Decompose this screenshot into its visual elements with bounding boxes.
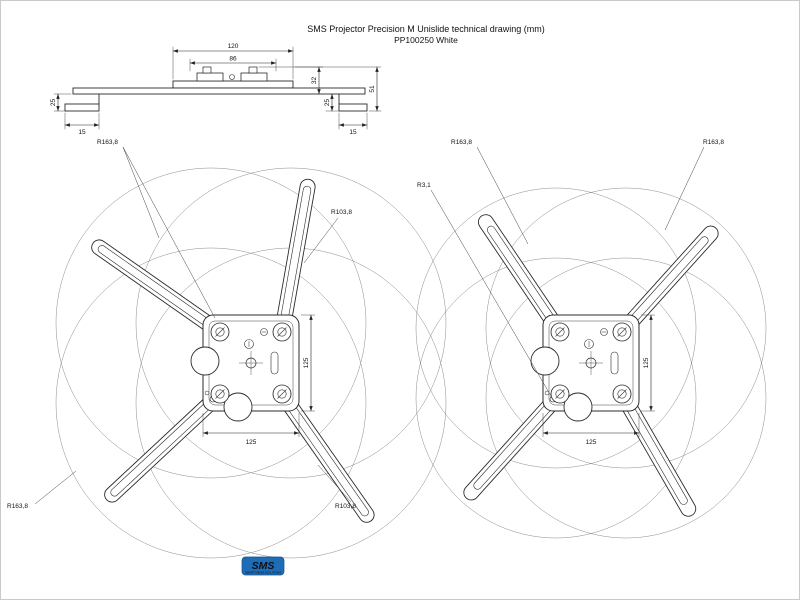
plate-dimensions-left: 125 125 [202,314,315,446]
dim-32-label: 32 [311,77,318,85]
radius-label-bottom-left: R163,8 [7,503,28,510]
dim-plate-height-left: 125 [303,357,310,368]
sms-logo-background [241,556,285,576]
dim-15-left-label: 15 [78,129,86,136]
dim-plate-width-right: 125 [586,439,597,446]
bottom-view-left: 125 125 R163,8 R103,8 R163,8 R103,8 [7,139,447,559]
title-block: SMS Projector Precision M Unislide techn… [307,24,545,45]
spider-arms-right [463,214,719,517]
dim-15-right-label: 15 [349,129,357,136]
swing-envelope-right [415,187,767,539]
mounting-plate-left [191,315,299,421]
plate-dimensions-right: 125 125 [542,314,655,446]
sms-logo-text: SMS [252,560,275,572]
dim-120-label: 120 [228,43,239,50]
dim-plate-width-left: 125 [246,439,257,446]
sms-logo-subtext: SMART MEDIA SOLUTIONS [245,571,281,575]
radius-label-top-left: R163,8 [451,139,472,146]
radius-callouts-left: R163,8 R103,8 R163,8 R103,8 [7,139,356,510]
drawing-subtitle: PP100250 White [394,35,458,45]
bottom-view-right: 125 125 R163,8 R163,8 R3,1 [415,139,767,539]
radius-label-bottom-right: R103,8 [335,503,356,510]
side-view-dimensions: 120 86 32 51 25 25 [50,43,382,136]
mounting-plate-right [531,315,639,421]
radius-label-small: R3,1 [417,182,431,189]
spider-arms-left [91,178,375,523]
radius-label-top-left: R163,8 [97,139,118,146]
swing-envelope-left [55,167,447,559]
dim-51-label: 51 [369,85,376,93]
radius-label-mid-right: R103,8 [331,209,352,216]
side-view: 120 86 32 51 25 25 [50,43,382,136]
dim-86-label: 86 [229,56,237,63]
dim-25-right-label: 25 [324,99,331,107]
sms-logo: SMS SMART MEDIA SOLUTIONS [241,556,285,576]
dim-plate-height-right: 125 [643,357,650,368]
dim-25-left-label: 25 [50,99,57,107]
radius-label-top-right: R163,8 [703,139,724,146]
drawing-title: SMS Projector Precision M Unislide techn… [307,24,545,34]
side-view-geometry [64,66,368,112]
radius-callouts-right: R163,8 R163,8 R3,1 [417,139,724,397]
